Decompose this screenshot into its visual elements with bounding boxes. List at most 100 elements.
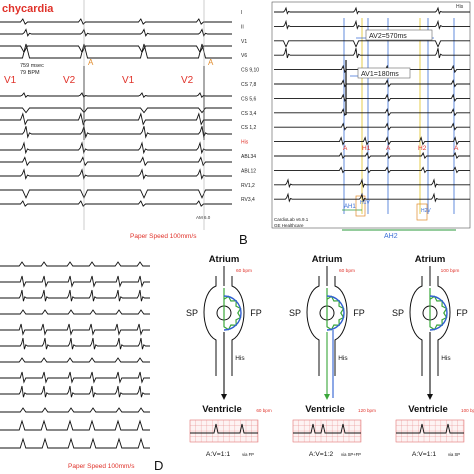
h2v-label: H2V (421, 208, 431, 214)
lead-label-13: RV3,4 (241, 197, 255, 203)
panel-c-trace-6 (0, 357, 150, 363)
ecg-trace-3 (396, 423, 464, 434)
lead-label-10: ABL34 (241, 154, 256, 160)
panel-c-tracings: Paper Speed 100mm/s (0, 252, 150, 474)
atrium-label-3: Atrium (415, 254, 446, 265)
ventricle-label-2: Ventricle (305, 404, 345, 415)
lead-label-4: CS 9,10 (241, 68, 259, 74)
lead-label-11: ABL12 (241, 168, 256, 174)
lead-trace-11 (274, 166, 470, 174)
panel-a-trace-10 (0, 168, 232, 180)
lead-label-3: V6 (241, 53, 247, 59)
av-ratio-3: A:V=1:1 (412, 451, 437, 458)
panel-c-trace-7 (0, 371, 150, 384)
ventricle-rate-1: 60 bpm (256, 408, 271, 413)
ecg-trace-1 (190, 423, 258, 434)
lead-label-12: RV1,2 (241, 183, 255, 189)
av2-box: AV2=570ms (365, 29, 433, 41)
lead-label-2: V1 (241, 39, 247, 45)
panel-a-footer-small: AM 6.0 (196, 215, 211, 220)
sp-label-1: SP (186, 308, 198, 318)
panel-c-trace-10 (0, 419, 150, 431)
panel-a-trace-7 (0, 126, 232, 139)
panel-c-trace-2 (0, 289, 150, 302)
panel-a: chycardia 759 msec 79 BPM V1 V2 V1 V2 A … (0, 0, 232, 246)
panel-a-trace-6 (0, 112, 232, 126)
node-outline-left-2 (306, 276, 320, 376)
panel-c: Paper Speed 100mm/s (0, 252, 150, 474)
panel-a-trace-9 (0, 156, 232, 167)
node-outline-right-3 (437, 276, 451, 376)
his-marker-a-1: A (343, 145, 348, 152)
panel-c-trace-4 (0, 323, 150, 336)
panel-a-title-fragment: chycardia (2, 3, 54, 15)
panel-c-paper-speed: Paper Speed 100mm/s (68, 463, 135, 470)
fast-pathway-1 (223, 295, 242, 331)
atrium-label-2: Atrium (312, 254, 343, 265)
atrium-rate-2: 60 bpm (339, 268, 355, 274)
panel-a-trace-11 (0, 189, 232, 199)
panel-a-trace-3 (0, 43, 232, 59)
fp-label-2: FP (353, 308, 365, 318)
av1-box: AV1=180ms (357, 67, 411, 79)
ventricle-label-3: Ventricle (408, 404, 448, 415)
fp-label-1: FP (250, 308, 262, 318)
atrium-rate-1: 60 bpm (236, 268, 252, 274)
heart-rate-text: 79 BPM (20, 70, 40, 76)
lead-trace-6 (274, 93, 470, 102)
ventricle-rate-2: 120 bpm (358, 408, 376, 413)
panel-c-trace-5 (0, 337, 150, 350)
av1-label: AV1=180ms (361, 71, 399, 78)
beat-label-v1-second: V1 (122, 75, 135, 86)
his-marker-a-3: A (454, 145, 459, 152)
panel-a-trace-12 (0, 200, 232, 207)
lead-label-5: CS 7,8 (241, 82, 257, 88)
via-label-2: via SP+FP (341, 452, 361, 457)
av-ratio-1: A:V=1:1 (206, 451, 231, 458)
av2-label: AV2=570ms (369, 33, 407, 40)
panel-d-letter: D (154, 458, 163, 473)
lead-label-8: CS 1,2 (241, 125, 257, 131)
fast-pathway-2 (326, 295, 345, 331)
beat-label-v2-second: V2 (181, 75, 194, 86)
beat-label-v2-first: V2 (63, 75, 76, 86)
panel-c-trace-8 (0, 385, 150, 398)
node-outline-right-2 (334, 276, 348, 376)
his-label-3: His (441, 355, 451, 362)
panel-a-trace-5 (0, 107, 232, 114)
atrium-rate-3: 100 bpm (441, 268, 460, 274)
atrial-marker-first: A (88, 58, 94, 67)
ecg-strip-1 (189, 419, 259, 443)
via-label-3: via SP (448, 452, 460, 457)
panel-a-trace-0 (0, 18, 232, 25)
lead-trace-12 (274, 178, 470, 189)
ecg-strip-2 (292, 419, 362, 443)
panel-a-tracings: chycardia 759 msec 79 BPM V1 V2 V1 V2 A … (0, 0, 232, 246)
ecg-strip-3 (395, 419, 465, 443)
vendor-line-2: GE Healthcare (274, 223, 304, 228)
panel-a-paper-speed: Paper Speed 100mm/s (130, 233, 197, 240)
lead-trace-2 (274, 40, 470, 48)
panel-b-header-his: His (456, 4, 464, 10)
panel-c-trace-3 (0, 309, 150, 315)
panel-b-letter: B (239, 232, 248, 246)
lead-trace-7 (274, 108, 470, 117)
panel-c-trace-9 (0, 407, 150, 413)
atrial-marker-second: A (208, 58, 214, 67)
sp-label-2: SP (289, 308, 301, 318)
cycle-length-text: 759 msec (20, 63, 44, 69)
lead-trace-3 (274, 48, 470, 59)
lead-trace-9 (274, 136, 470, 146)
node-outline-right-1 (231, 276, 245, 376)
lead-trace-8 (274, 122, 470, 131)
his-arrowhead-2 (324, 394, 330, 400)
h1v-box (355, 195, 366, 217)
his-marker-h1: H1 (362, 145, 371, 152)
his-marker-a-2: A (386, 145, 391, 152)
fp-label-3: FP (456, 308, 468, 318)
ecg-trace-2 (293, 423, 361, 434)
